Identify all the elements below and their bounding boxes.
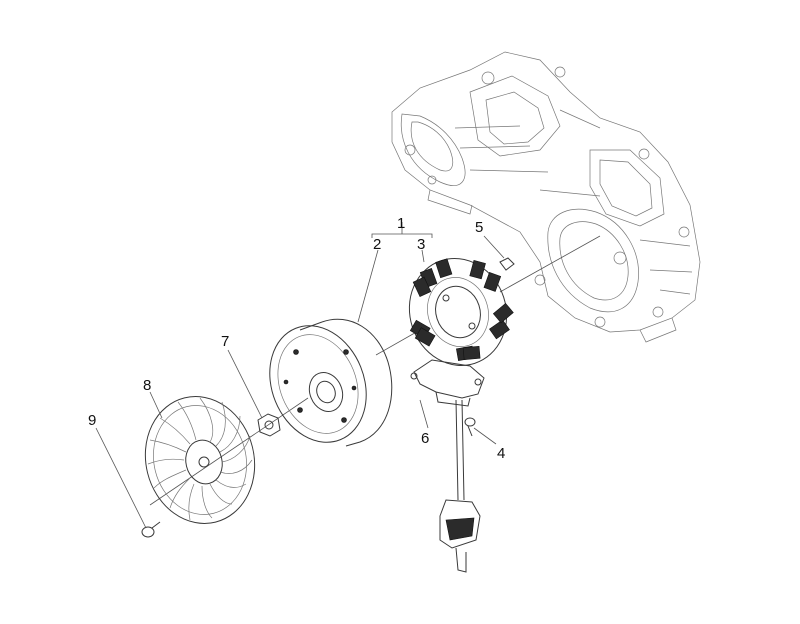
nut-part-7 [257,413,281,437]
callout-4: 4 [497,445,505,462]
screw-part-9 [141,521,161,538]
cooling-fan [144,396,256,524]
callout-9: 9 [88,412,96,429]
callout-6: 6 [421,430,429,447]
pickup-bracket [410,359,485,573]
assembly-axis-line [149,235,601,506]
screw-part-4 [464,417,476,437]
callout-7: 7 [221,333,229,350]
callout-1: 1 [397,215,405,232]
flywheel-rotor [269,318,393,447]
callout-5: 5 [475,219,483,236]
callout-2: 2 [373,236,381,253]
stator-coil [408,258,514,366]
crankcase-housing [391,51,701,343]
callout-8: 8 [143,377,151,394]
callout-3: 3 [417,236,425,253]
leader-lines [95,235,505,529]
bracket-part-1 [371,222,433,238]
key-part-5 [499,257,515,271]
